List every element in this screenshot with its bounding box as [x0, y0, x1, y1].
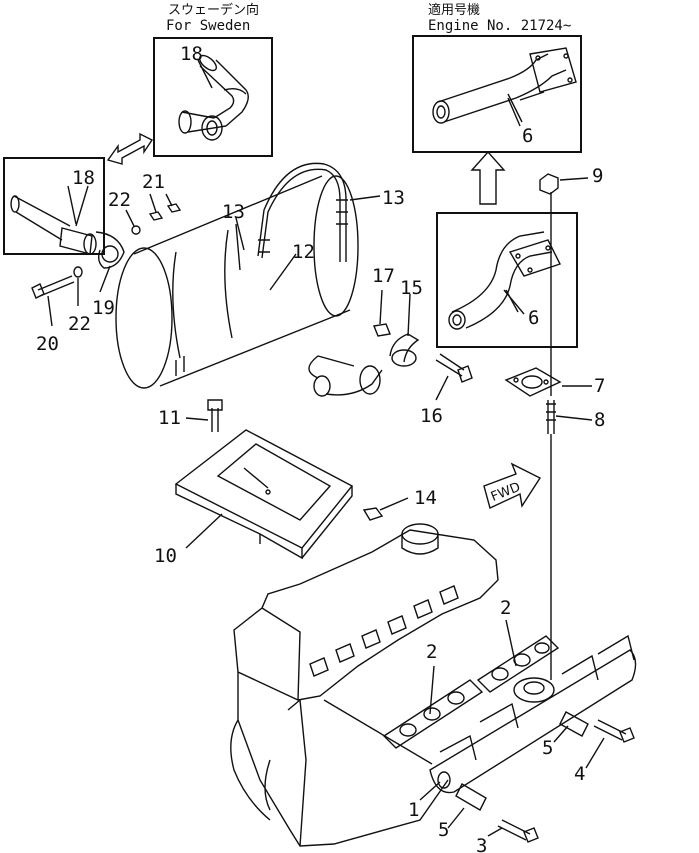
exhaust-manifold: [429, 634, 637, 843]
part-label-12: 12: [292, 241, 315, 263]
engine-detail-box-top: [412, 35, 582, 153]
caption-sweden-jp: スウェーデン向: [168, 2, 259, 18]
part-labels: 18 18 22 21 19 20 22 13 13 12 17 15 16 1…: [36, 43, 605, 853]
part-label-4: 4: [574, 763, 585, 785]
part-label-15: 15: [400, 277, 423, 299]
part-label-3: 3: [476, 835, 487, 853]
caption-engine-jp: 適用号機: [428, 2, 480, 18]
part-label-14: 14: [414, 487, 437, 509]
part-label-8: 8: [594, 409, 605, 431]
part-label-17: 17: [372, 265, 395, 287]
part-label-13-right: 13: [382, 187, 405, 209]
up-arrow-icon: [470, 150, 506, 205]
part-label-6-top: 6: [522, 125, 533, 147]
fwd-arrow-icon: FWD: [483, 462, 542, 509]
part-label-5-upper: 5: [542, 737, 553, 759]
leader-lines: [47, 59, 605, 837]
engine-block: [230, 523, 499, 847]
part-label-18: 18: [72, 167, 95, 189]
part-label-11: 11: [158, 407, 181, 429]
engine-detail-box-bottom: [436, 212, 578, 348]
caption-engine-en: Engine No. 21724~: [428, 18, 571, 34]
part-label-13-left: 13: [222, 201, 245, 223]
bracket: [174, 429, 354, 560]
sweden-detail-box: [153, 37, 273, 157]
part-label-2-left: 2: [426, 641, 437, 663]
part-label-5-lower: 5: [438, 819, 449, 841]
part-label-1: 1: [408, 799, 419, 821]
part-label-9: 9: [592, 165, 603, 187]
part-label-6-box: 6: [528, 307, 539, 329]
part-label-20: 20: [36, 333, 59, 355]
part-label-18-sweden: 18: [180, 43, 203, 65]
part-label-16: 16: [420, 405, 443, 427]
part-label-22-upper: 22: [108, 189, 131, 211]
caption-sweden-en: For Sweden: [166, 18, 250, 34]
part-label-19: 19: [92, 297, 115, 319]
small-fasteners: [31, 173, 562, 680]
part-label-10: 10: [154, 545, 177, 567]
part-label-7: 7: [594, 375, 605, 397]
part-label-22-lower: 22: [68, 313, 91, 335]
double-arrow-icon: [106, 132, 154, 165]
muffler: [115, 162, 383, 397]
gaskets: [382, 635, 560, 749]
part-label-21: 21: [142, 171, 165, 193]
part-label-2-right: 2: [500, 597, 511, 619]
left-detail-box: [3, 157, 125, 269]
